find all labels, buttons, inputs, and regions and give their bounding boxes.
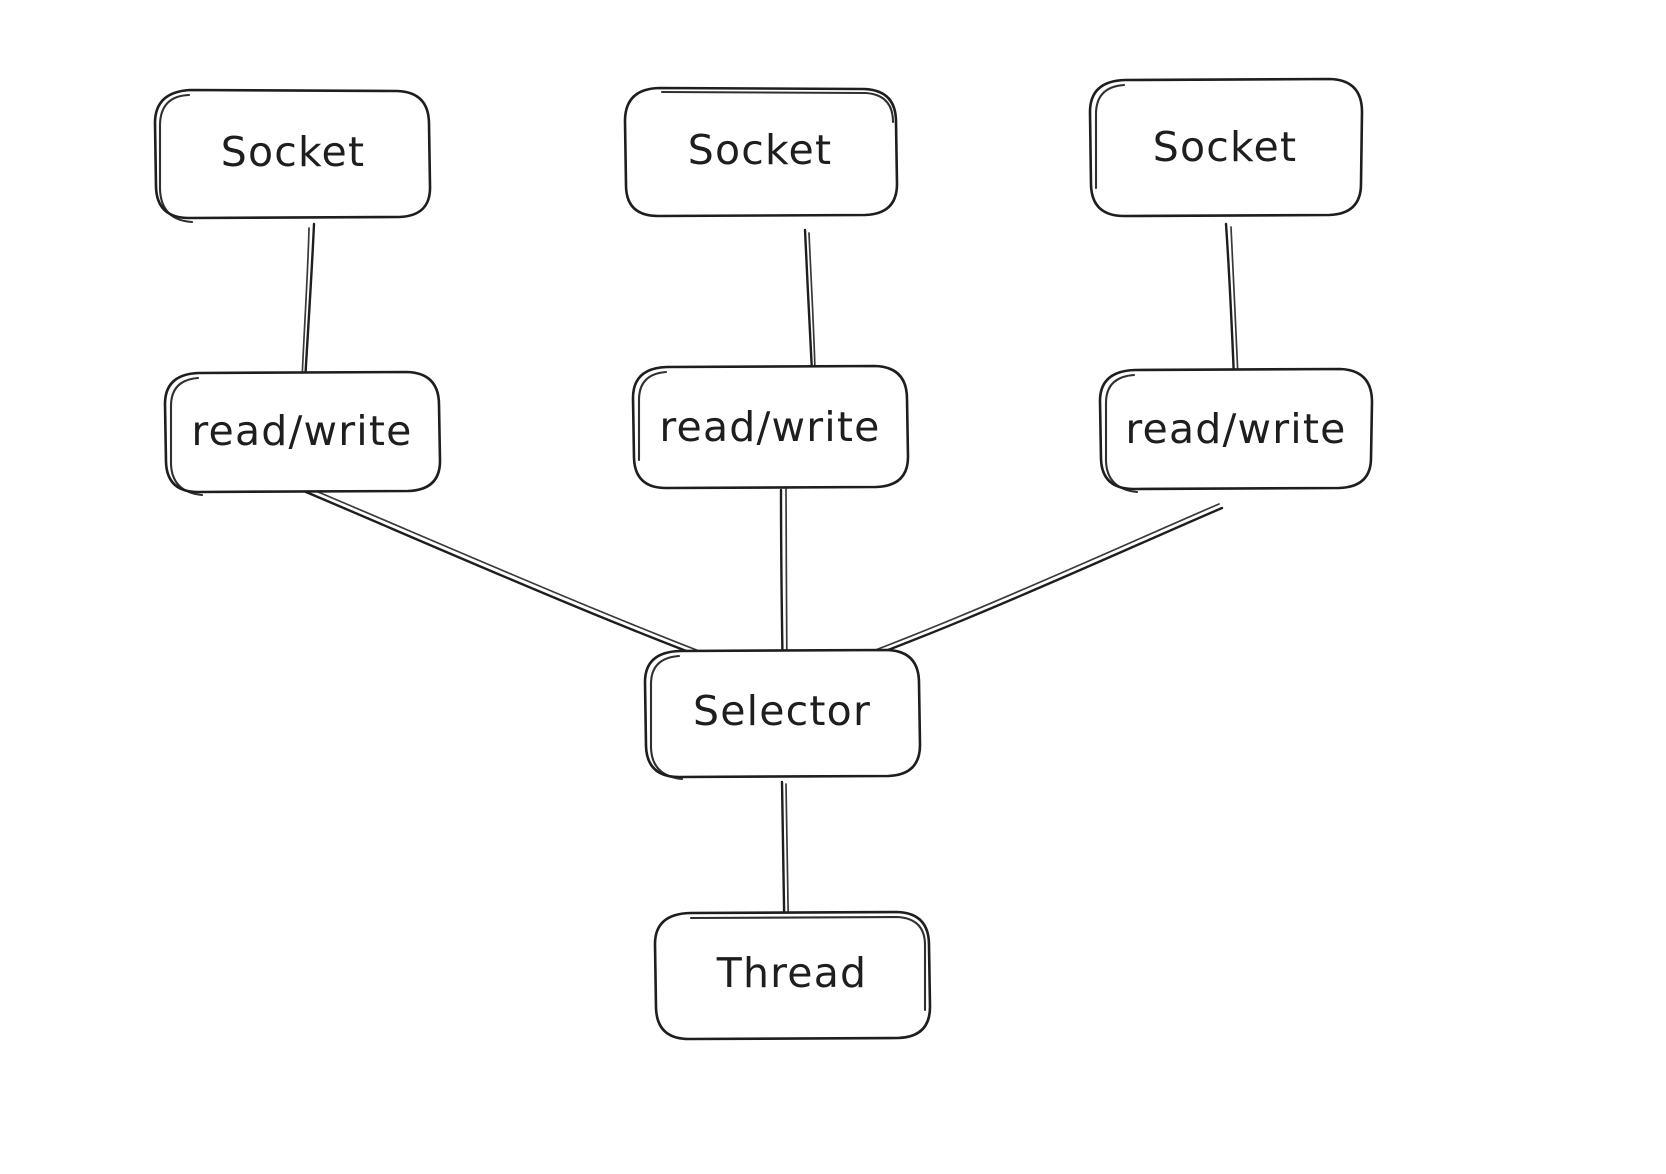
node-readwrite-3[interactable]: read/write: [1098, 367, 1374, 494]
edge-socket2-readwrite2: [803, 228, 816, 374]
node-readwrite-1-label: read/write: [191, 407, 412, 455]
node-socket-3-label: Socket: [1153, 123, 1297, 171]
node-socket-1[interactable]: Socket: [153, 88, 432, 224]
node-readwrite-2[interactable]: read/write: [631, 364, 910, 490]
edge-socket3-readwrite3: [1224, 222, 1239, 380]
node-readwrite-2-label: read/write: [659, 403, 880, 451]
node-socket-2-label: Socket: [688, 126, 832, 174]
node-selector-label: Selector: [693, 687, 871, 735]
node-thread[interactable]: Thread: [653, 910, 932, 1041]
node-readwrite-3-label: read/write: [1125, 405, 1346, 453]
node-selector[interactable]: Selector: [643, 648, 922, 781]
node-socket-1-label: Socket: [221, 128, 365, 176]
node-socket-3[interactable]: Socket: [1088, 77, 1364, 218]
edge-socket1-readwrite1: [301, 222, 316, 384]
node-thread-label: Thread: [716, 949, 868, 997]
node-readwrite-1[interactable]: read/write: [163, 370, 442, 497]
node-socket-2[interactable]: Socket: [623, 86, 899, 218]
